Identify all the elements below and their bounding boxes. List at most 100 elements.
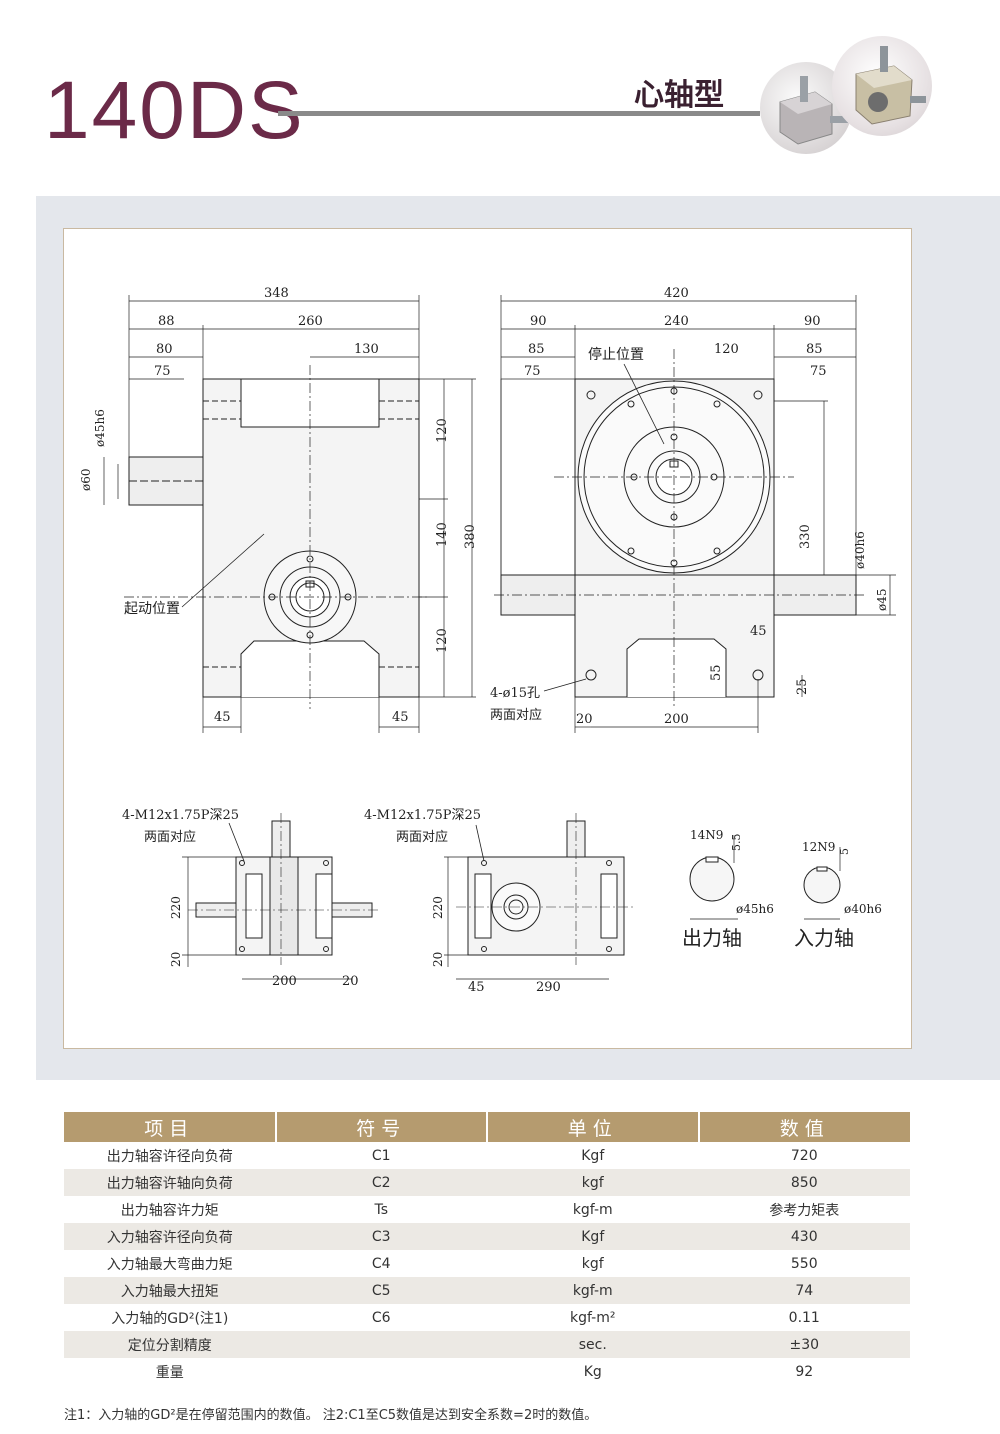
output-shaft-diameter: ø45h6 (736, 902, 774, 916)
dim-top-right-290: 290 (536, 980, 561, 995)
dim-side-240: 240 (664, 314, 689, 329)
dim-side-330: 330 (798, 524, 813, 549)
dim-top-right-20: 20 (431, 952, 445, 967)
table-row: 入力轴容许径向负荷 C3 Kgf 430 (64, 1223, 910, 1250)
stop-position-label: 停止位置 (588, 346, 644, 363)
row-value: 720 (790, 1147, 818, 1164)
row-unit: Kg (583, 1363, 602, 1380)
row-unit: kgf-m (487, 1277, 699, 1304)
dim-side-90-left: 90 (530, 314, 547, 329)
dim-side-120: 120 (714, 342, 739, 357)
row-unit: kgf (581, 1255, 604, 1272)
dim-side-45: 45 (750, 624, 767, 639)
dim-front-80: 80 (156, 342, 173, 357)
drawing-card: 348 88 260 80 130 75 45 45 120 140 120 3… (63, 228, 912, 1049)
thread-note-left-1: 4-M12x1.75P深25 (122, 808, 239, 823)
input-shaft-diameter: ø40h6 (844, 902, 882, 916)
dim-side-20: 20 (576, 712, 593, 727)
row-symbol: C5 (275, 1277, 487, 1304)
dim-side-55: 55 (709, 664, 724, 681)
table-row: 出力轴容许径向负荷 C1 Kgf 720 (64, 1142, 910, 1169)
dim-top-left-220: 220 (169, 896, 183, 919)
row-value: 430 (698, 1223, 910, 1250)
row-symbol: Ts (374, 1201, 389, 1218)
table-header-row: 项目 符号 单位 数值 (64, 1112, 910, 1142)
dim-side-420: 420 (664, 286, 689, 301)
row-value: 74 (698, 1277, 910, 1304)
dim-front-flange-dia: ø60 (79, 469, 93, 492)
row-unit: Kgf (487, 1223, 699, 1250)
row-value: ±30 (698, 1331, 910, 1358)
row-symbol: C1 (371, 1147, 391, 1164)
thread-note-left-2: 两面对应 (144, 829, 196, 845)
dim-front-380: 380 (463, 524, 478, 549)
row-value: 850 (698, 1169, 910, 1196)
type-label: 心轴型 (634, 78, 724, 113)
table-row: 出力轴容许力矩 Ts kgf-m 参考力矩表 (64, 1196, 910, 1223)
dim-side-flange-dia: ø45 (875, 589, 889, 612)
row-item: 重量 (155, 1364, 184, 1381)
thread-note-right-2: 两面对应 (396, 829, 448, 845)
input-shaft-label: 入力轴 (794, 926, 854, 950)
table-row: 入力轴最大弯曲力矩 C4 kgf 550 (64, 1250, 910, 1277)
row-symbol: C4 (371, 1255, 391, 1272)
dim-side-75-left: 75 (524, 364, 541, 379)
dim-front-88: 88 (158, 314, 175, 329)
dim-side-85-left: 85 (528, 342, 545, 357)
technical-drawing: 348 88 260 80 130 75 45 45 120 140 120 3… (79, 286, 896, 995)
thread-note-right-1: 4-M12x1.75P深25 (364, 808, 481, 823)
row-item: 出力轴容许力矩 (120, 1202, 219, 1219)
spec-table: 项目 符号 单位 数值 出力轴容许径向负荷 C1 Kgf 720 出力轴容许轴向… (64, 1112, 910, 1385)
title-rule (278, 111, 760, 116)
input-key-depth: 5 (838, 848, 851, 855)
row-value: 参考力矩表 (769, 1202, 840, 1219)
header-item: 项目 (64, 1112, 276, 1142)
row-unit: Kgf (581, 1147, 605, 1164)
output-keyway: 14N9 (690, 828, 723, 842)
model-number: 140DS (44, 65, 305, 156)
row-unit: kgf-m (572, 1201, 613, 1218)
dim-side-25: 25 (795, 678, 810, 695)
dim-side-75-right: 75 (810, 364, 827, 379)
header-symbol: 符号 (274, 1112, 487, 1142)
dim-front-75: 75 (154, 364, 171, 379)
dim-front-120-top: 120 (435, 418, 450, 443)
product-photo-2 (832, 36, 932, 136)
dim-front-45-right: 45 (392, 710, 409, 725)
row-item: 出力轴容许轴向负荷 (64, 1169, 276, 1196)
table-row: 入力轴的GD²(注1) C6 kgf-m² 0.11 (64, 1304, 910, 1331)
row-item: 入力轴最大弯曲力矩 (106, 1256, 233, 1273)
output-shaft-label: 出力轴 (682, 926, 742, 950)
dim-front-140: 140 (435, 522, 450, 547)
dim-side-85-right: 85 (806, 342, 823, 357)
row-item: 入力轴的GD²(注1) (111, 1310, 229, 1327)
dim-front-260: 260 (298, 314, 323, 329)
row-symbol: C2 (275, 1169, 487, 1196)
dim-side-200: 200 (664, 712, 689, 727)
footnotes: 注1：入力轴的GD²是在停留范围内的数值。 注2:C1至C5数值是达到安全系数=… (64, 1408, 598, 1423)
dim-front-130: 130 (354, 342, 379, 357)
dim-front-348: 348 (264, 286, 289, 301)
row-unit: kgf-m² (570, 1309, 616, 1326)
dim-top-right-220: 220 (431, 896, 445, 919)
hole-note-line1: 4-ø15孔 (490, 686, 540, 701)
row-item: 定位分割精度 (64, 1331, 276, 1358)
header-unit: 单位 (486, 1112, 699, 1142)
row-item: 入力轴容许径向负荷 (64, 1223, 276, 1250)
row-value: 92 (795, 1363, 814, 1380)
row-item: 出力轴容许径向负荷 (106, 1148, 233, 1165)
row-symbol (275, 1331, 487, 1358)
row-symbol: C6 (371, 1309, 391, 1326)
row-unit: sec. (487, 1331, 699, 1358)
dim-front-shaft-dia: ø45h6 (93, 409, 107, 447)
row-unit: kgf (487, 1169, 699, 1196)
row-value: 0.11 (788, 1309, 820, 1326)
dim-side-90-right: 90 (804, 314, 821, 329)
table-row: 重量 Kg 92 (64, 1358, 910, 1385)
table-row: 入力轴最大扭矩 C5 kgf-m 74 (64, 1277, 910, 1304)
row-item: 入力轴最大扭矩 (64, 1277, 276, 1304)
start-position-label: 起动位置 (124, 601, 180, 617)
output-key-depth: 5.5 (730, 834, 743, 852)
input-keyway: 12N9 (802, 840, 835, 854)
dim-top-left-20-v: 20 (169, 952, 183, 967)
